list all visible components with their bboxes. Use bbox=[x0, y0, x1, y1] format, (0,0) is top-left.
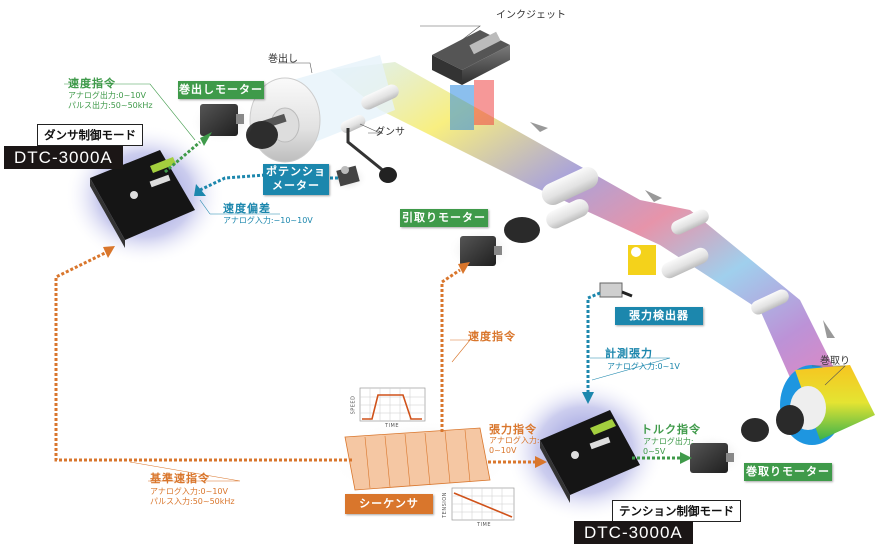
inkjet-label: インクジェット bbox=[496, 10, 566, 21]
torque-command-line-2: 0~5V bbox=[643, 447, 666, 456]
reference-speed-line-2: パルス入力:50~50kHz bbox=[150, 497, 235, 506]
tension-command-line-1: アナログ入力: bbox=[489, 436, 540, 445]
torque-command-line-1: アナログ出力: bbox=[643, 437, 694, 446]
ink-drops bbox=[450, 80, 494, 130]
orange-signal-lines bbox=[54, 251, 535, 464]
tension-detector-graphic bbox=[599, 282, 633, 298]
potentiometer-tag-line1: ポテンショ bbox=[266, 165, 326, 178]
pull-motor-graphic bbox=[448, 228, 512, 272]
measured-tension-sub: アナログ入力:0~1V bbox=[607, 362, 680, 371]
controller-top-mode-label: ダンサ制御モード bbox=[37, 124, 143, 146]
tension-chart-xlabel: TIME bbox=[477, 522, 492, 528]
speed-deviation-title: 速度偏差 bbox=[223, 202, 271, 215]
dancer-rollers bbox=[340, 84, 399, 183]
speed-chart-ylabel: SPEED bbox=[350, 395, 357, 415]
sequencer-tag: シーケンサ bbox=[345, 494, 433, 514]
orange-arrowhead-tension bbox=[535, 456, 547, 468]
pull-coupler bbox=[504, 217, 540, 243]
rewind-motor-tag: 巻取りモーター bbox=[744, 463, 832, 481]
pull-motor-tag: 引取りモーター bbox=[400, 209, 488, 227]
controller-bottom-mode-label: テンション制御モード bbox=[612, 500, 741, 522]
sequencer-graphic bbox=[330, 420, 510, 500]
unwind-label: 巻出し bbox=[268, 54, 298, 65]
signal-leader-lines bbox=[64, 83, 671, 482]
speed-command-top-title: 速度指令 bbox=[68, 77, 116, 90]
dancer-label: ダンサ bbox=[375, 127, 405, 138]
tension-profile-line bbox=[453, 492, 513, 518]
speed-command-top-line-2: パルス出力:50~50kHz bbox=[68, 101, 153, 110]
speed-deviation-sub: アナログ入力:−10~10V bbox=[223, 216, 313, 225]
blue-arrowhead-top bbox=[194, 184, 206, 196]
speed-command-top-sub: アナログ出力:0~10V パルス出力:50~50kHz bbox=[68, 91, 153, 111]
torque-command-title: トルク指令 bbox=[641, 423, 701, 436]
reference-speed-title: 基準速指令 bbox=[150, 472, 210, 485]
tension-roller-stand bbox=[628, 245, 656, 275]
rewind-label: 巻取り bbox=[820, 356, 850, 367]
unwind-shaft bbox=[246, 113, 287, 149]
green-arrowhead-unwind bbox=[200, 132, 212, 146]
potentiometer-tag: ポテンショ メーター bbox=[263, 164, 329, 195]
tension-chart-ylabel: TENSION bbox=[441, 492, 448, 518]
rewind-motor-graphic bbox=[680, 434, 744, 478]
reference-speed-line-1: アナログ入力:0~10V bbox=[150, 487, 228, 496]
tension-detector-tag: 張力検出器 bbox=[615, 307, 703, 325]
controller-top-model-label: DTC-3000A bbox=[4, 146, 123, 169]
green-arrowhead-rewind bbox=[680, 452, 692, 464]
tension-command-line-2: 0~10V bbox=[489, 446, 517, 455]
rewind-roll bbox=[776, 365, 875, 445]
unwind-motor-graphic bbox=[190, 100, 254, 144]
speed-mini-chart bbox=[359, 387, 426, 422]
blue-arrowhead-bottom bbox=[582, 392, 594, 404]
flow-arrows bbox=[530, 122, 835, 338]
speed-command-top-line-1: アナログ出力:0~10V bbox=[68, 91, 146, 100]
controller-bottom-model-label: DTC-3000A bbox=[574, 521, 693, 544]
web-film bbox=[330, 62, 845, 400]
blue-signal-lines bbox=[199, 173, 601, 395]
reference-speed-sub: アナログ入力:0~10V パルス入力:50~50kHz bbox=[150, 487, 235, 507]
potentiometer-graphic bbox=[328, 164, 368, 192]
tension-mini-chart bbox=[451, 487, 515, 521]
leader-lines bbox=[278, 25, 846, 386]
unwind-motor-tag: 巻出しモーター bbox=[178, 81, 264, 99]
speed-profile-line bbox=[362, 394, 422, 420]
controller-bottom-graphic bbox=[540, 410, 640, 503]
orange-arrowhead-controller bbox=[103, 246, 115, 258]
tension-command-title: 張力指令 bbox=[489, 423, 537, 436]
speed-chart-xlabel: TIME bbox=[385, 423, 400, 429]
tension-command-sub: アナログ入力: 0~10V bbox=[489, 436, 540, 456]
torque-command-sub: アナログ出力: 0~5V bbox=[643, 437, 694, 457]
green-signal-lines bbox=[164, 140, 680, 460]
inkjet-head bbox=[432, 30, 510, 85]
orange-arrowhead-pull bbox=[458, 262, 470, 274]
speed-command-pull-title: 速度指令 bbox=[468, 330, 516, 343]
controller-top-graphic bbox=[90, 150, 195, 248]
measured-tension-title: 計測張力 bbox=[605, 347, 653, 360]
potentiometer-tag-line2: メーター bbox=[272, 179, 320, 192]
rewind-coupler bbox=[741, 418, 769, 442]
